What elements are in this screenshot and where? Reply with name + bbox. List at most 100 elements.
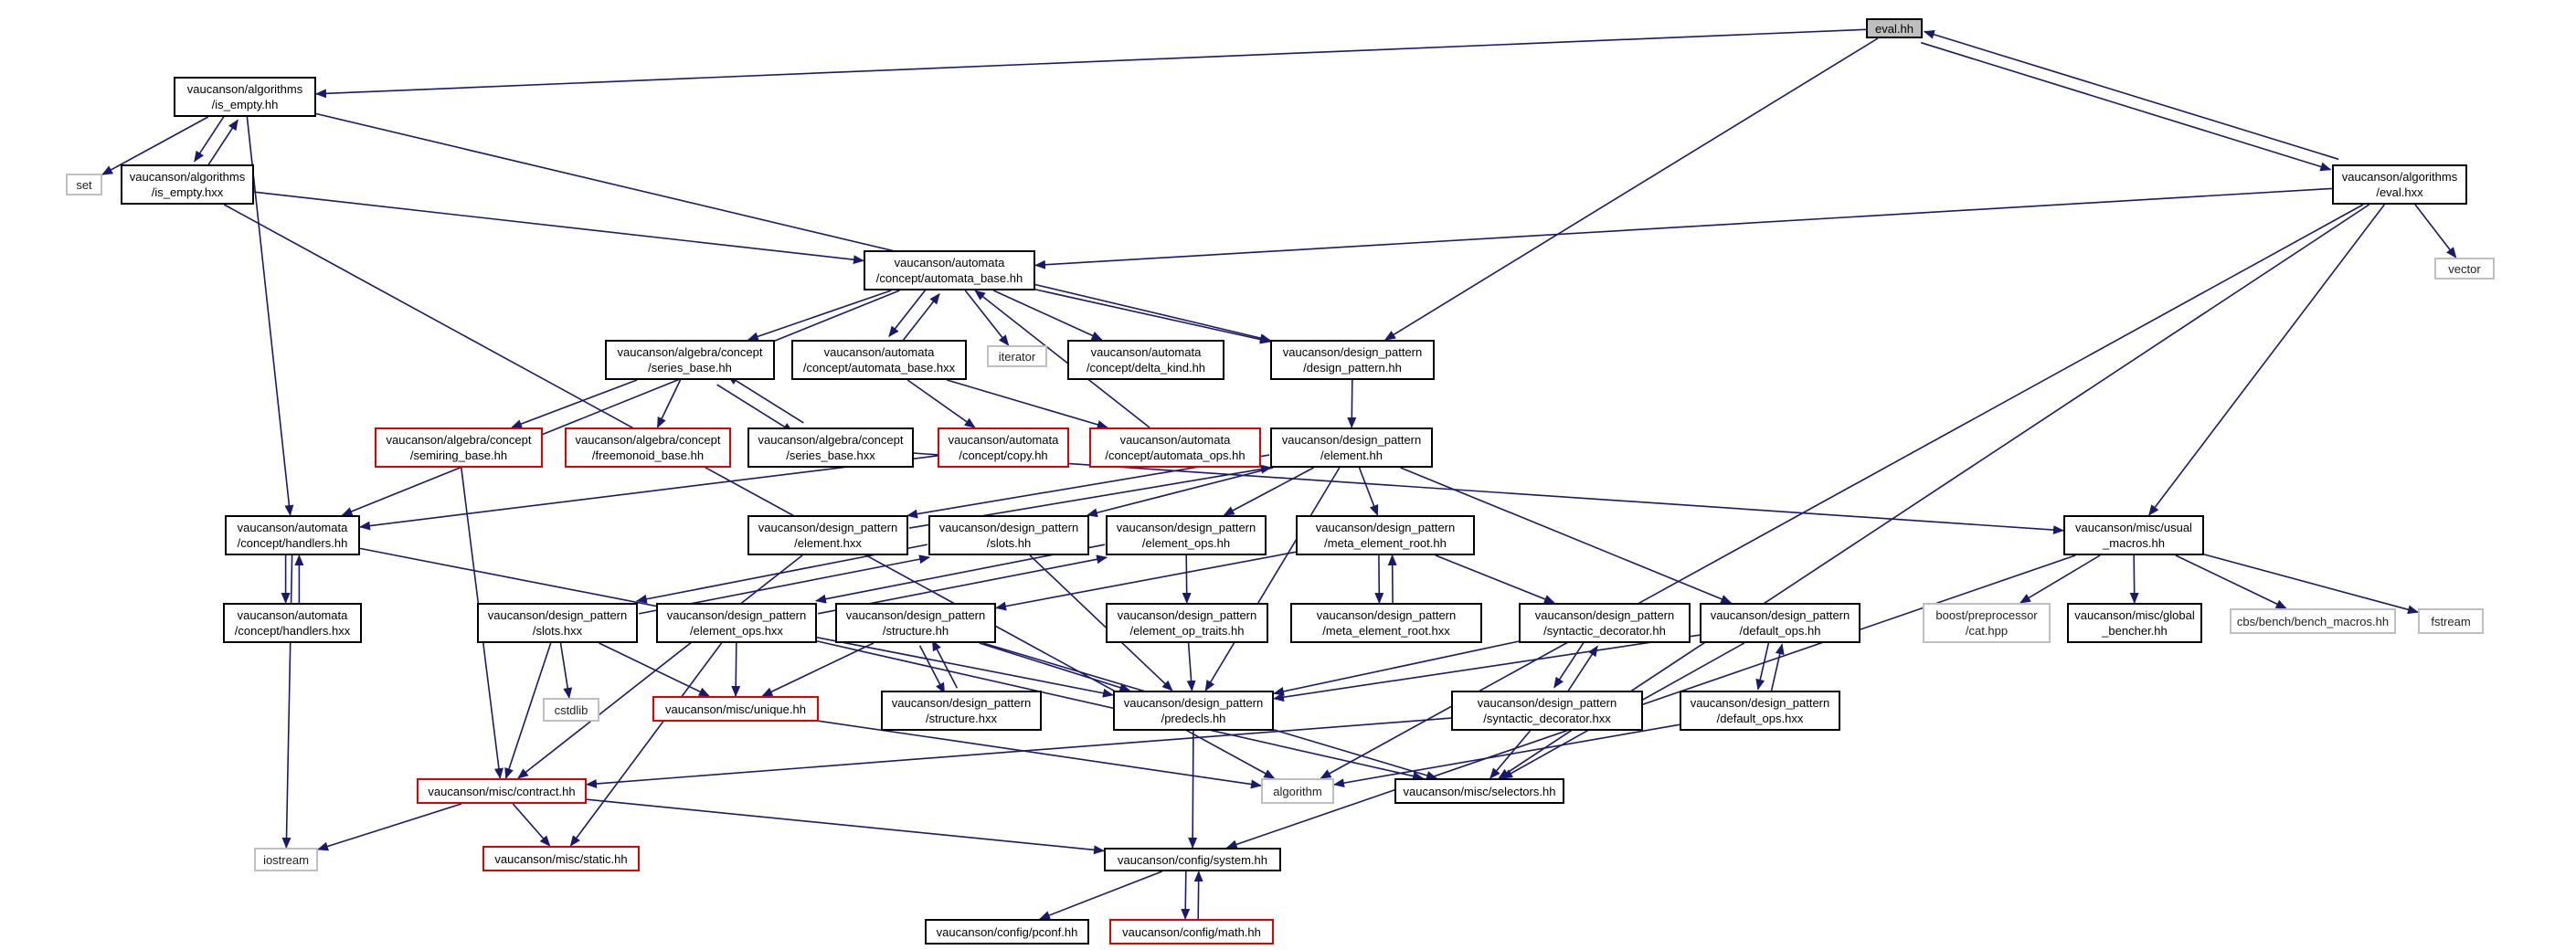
edge-automata-base-hh-to-iterator [964, 290, 1010, 346]
node-label: algorithm [1267, 784, 1327, 799]
node-selectors-hh[interactable]: vaucanson/misc/selectors.hh [1394, 778, 1564, 804]
node-label: vector [2443, 261, 2486, 277]
node-pconf-hh[interactable]: vaucanson/config/pconf.hh [925, 919, 1089, 945]
node-unique-hh[interactable]: vaucanson/misc/unique.hh [652, 696, 819, 722]
node-label-line: algorithm [1273, 784, 1322, 798]
node-label-line: _bencher.hh [2102, 624, 2168, 638]
node-contract-hh[interactable]: vaucanson/misc/contract.hh [417, 778, 587, 804]
node-label: vaucanson/misc/selectors.hh [1398, 784, 1562, 799]
edge-series-base-hh-to-series-base-hxx [716, 384, 794, 433]
node-eval-hh[interactable]: eval.hh [1866, 18, 1923, 38]
edge-unique-hh-to-algorithm [818, 720, 1262, 789]
node-element-ops-hxx[interactable]: vaucanson/design_pattern/element_ops.hxx [656, 603, 817, 643]
node-meta-element-root-hxx[interactable]: vaucanson/design_pattern/meta_element_ro… [1290, 603, 1482, 643]
edge-eval-hh-to-is-empty-hh [315, 28, 1867, 99]
node-label: vaucanson/config/system.hh [1112, 852, 1273, 868]
node-default-ops-hh[interactable]: vaucanson/design_pattern/default_ops.hh [1700, 603, 1860, 643]
node-label-line: vaucanson/automata [1119, 433, 1231, 447]
edge-automata-base-hh-to-design-pattern-hh [1034, 289, 1271, 344]
node-label-line: /predecls.hh [1161, 712, 1226, 725]
node-automata-base-hxx[interactable]: vaucanson/automata/concept/automata_base… [791, 340, 967, 380]
node-label-line: vaucanson/algebra/concept [575, 433, 721, 447]
node-syntactic-decorator-hxx[interactable]: vaucanson/design_pattern/syntactic_decor… [1451, 691, 1643, 731]
node-meta-element-root-hh[interactable]: vaucanson/design_pattern/meta_element_ro… [1296, 515, 1475, 555]
node-syntactic-decorator-hh[interactable]: vaucanson/design_pattern/syntactic_decor… [1519, 603, 1691, 643]
node-design-pattern-hh[interactable]: vaucanson/design_pattern/design_pattern.… [1270, 340, 1435, 380]
node-label-line: vaucanson/design_pattern [1117, 608, 1257, 622]
edge-system-hh-to-math-hh [1181, 871, 1191, 920]
node-handlers-hh[interactable]: vaucanson/automata/concept/handlers.hh [225, 515, 360, 555]
node-default-ops-hxx[interactable]: vaucanson/design_pattern/default_ops.hxx [1680, 691, 1840, 731]
node-slots-hh[interactable]: vaucanson/design_pattern/slots.hh [928, 515, 1089, 555]
node-label-line: vaucanson/design_pattern [1116, 521, 1256, 534]
node-label-line: /element_ops.hxx [690, 624, 783, 638]
node-cstdlib: cstdlib [543, 698, 599, 722]
node-system-hh[interactable]: vaucanson/config/system.hh [1104, 848, 1281, 871]
edge-slots-hxx-to-cstdlib [559, 642, 573, 699]
node-label-line: vaucanson/design_pattern [1281, 433, 1422, 447]
node-automata-base-hh[interactable]: vaucanson/automata/concept/automata_base… [864, 250, 1035, 290]
node-delta-kind-hh[interactable]: vaucanson/automata/concept/delta_kind.hh [1067, 340, 1224, 380]
node-label: set [70, 177, 97, 193]
node-element-hxx[interactable]: vaucanson/design_pattern/element.hxx [747, 515, 908, 555]
node-math-hh[interactable]: vaucanson/config/math.hh [1109, 919, 1274, 945]
edge-default-ops-hxx-to-default-ops-hh [1770, 643, 1785, 692]
node-label-line: vaucanson/algebra/concept [758, 433, 904, 447]
node-label-line: /concept/handlers.hxx [234, 624, 351, 638]
node-label: vaucanson/design_pattern/slots.hh [934, 520, 1085, 551]
node-label-line: /series_base.hh [648, 361, 732, 375]
node-label-line: vaucanson/misc/static.hh [494, 851, 628, 866]
node-label-line: vaucanson/misc/contract.hh [428, 784, 576, 798]
node-is-empty-hxx[interactable]: vaucanson/algorithms/is_empty.hxx [121, 164, 254, 205]
node-label: fstream [2425, 614, 2475, 629]
node-static-hh[interactable]: vaucanson/misc/static.hh [482, 846, 640, 871]
node-structure-hh[interactable]: vaucanson/design_pattern/structure.hh [835, 603, 996, 643]
node-element-ops-hh[interactable]: vaucanson/design_pattern/element_ops.hh [1106, 515, 1267, 555]
node-label-line: vaucanson/misc/unique.hh [665, 702, 806, 716]
edge-series-base-hh-to-freemonoid-base-hh [656, 379, 682, 428]
node-label-line: /series_base.hxx [786, 449, 875, 462]
node-label-line: /element_ops.hh [1141, 536, 1231, 550]
node-element-op-traits-hh[interactable]: vaucanson/design_pattern/element_op_trai… [1106, 603, 1268, 643]
node-label-line: vaucanson/design_pattern [1315, 521, 1456, 534]
node-label-line: /element.hh [1320, 449, 1383, 462]
edge-slots-hxx-to-unique-hh [599, 642, 710, 697]
node-label-line: /meta_element_root.hh [1324, 536, 1447, 550]
node-predecls-hh[interactable]: vaucanson/design_pattern/predecls.hh [1113, 691, 1274, 731]
node-label-line: vaucanson/design_pattern [1710, 608, 1850, 622]
node-freemonoid-base-hh[interactable]: vaucanson/algebra/concept/freemonoid_bas… [565, 428, 731, 468]
node-series-base-hh[interactable]: vaucanson/algebra/concept/series_base.hh [605, 340, 775, 380]
node-label-line: vaucanson/misc/global [2074, 608, 2195, 622]
node-usual-macros-hh[interactable]: vaucanson/misc/usual_macros.hh [2063, 515, 2204, 555]
edge-element-hh-to-element-ops-hh [1223, 467, 1314, 516]
node-iostream: iostream [254, 848, 318, 871]
node-label-line: vector [2448, 261, 2481, 276]
node-is-empty-hh[interactable]: vaucanson/algorithms/is_empty.hh [174, 77, 316, 117]
node-automata-ops-hh[interactable]: vaucanson/automata/concept/automata_ops.… [1089, 428, 1261, 468]
node-label: vaucanson/algorithms/is_empty.hh [182, 81, 308, 112]
node-semiring-base-hh[interactable]: vaucanson/algebra/concept/semiring_base.… [375, 428, 543, 468]
node-label: vaucanson/design_pattern/element_op_trai… [1112, 607, 1263, 639]
edge-syntactic-decorator-hh-to-syntactic-decorator-hxx [1553, 639, 1586, 689]
node-element-hh[interactable]: vaucanson/design_pattern/element.hh [1270, 428, 1433, 468]
edge-slots-hxx-to-contract-hh [504, 642, 552, 779]
node-structure-hxx[interactable]: vaucanson/design_pattern/structure.hxx [881, 691, 1042, 731]
node-label-line: /concept/automata_base.hh [875, 271, 1023, 285]
node-slots-hxx[interactable]: vaucanson/design_pattern/slots.hxx [477, 603, 638, 643]
node-series-base-hxx[interactable]: vaucanson/algebra/concept/series_base.hx… [747, 428, 914, 468]
edge-default-ops-hh-to-predecls-hh [1273, 634, 1701, 702]
edge-automata-base-hh-to-series-base-hh [747, 290, 892, 342]
node-copy-hh[interactable]: vaucanson/automata/concept/copy.hh [938, 428, 1069, 468]
node-label: eval.hh [1870, 21, 1919, 37]
node-global-bencher-hh[interactable]: vaucanson/misc/global _bencher.hh [2067, 603, 2202, 643]
node-label-line: vaucanson/automata [948, 433, 1059, 447]
node-label-line: vaucanson/design_pattern [891, 696, 1032, 710]
node-handlers-hxx[interactable]: vaucanson/automata/concept/handlers.hxx [223, 603, 362, 643]
node-label-line: set [76, 177, 92, 192]
edge-element-ops-hh-to-element-op-traits-hh [1182, 554, 1192, 604]
node-eval-hxx[interactable]: vaucanson/algorithms/eval.hxx [2332, 164, 2467, 205]
edge-element-hh-to-predecls-hh [1204, 467, 1341, 691]
node-label-line: boost/preprocessor [1935, 608, 2038, 622]
node-label-line: /eval.hxx [2376, 185, 2423, 199]
node-label: vaucanson/design_pattern/syntactic_decor… [1472, 695, 1623, 726]
